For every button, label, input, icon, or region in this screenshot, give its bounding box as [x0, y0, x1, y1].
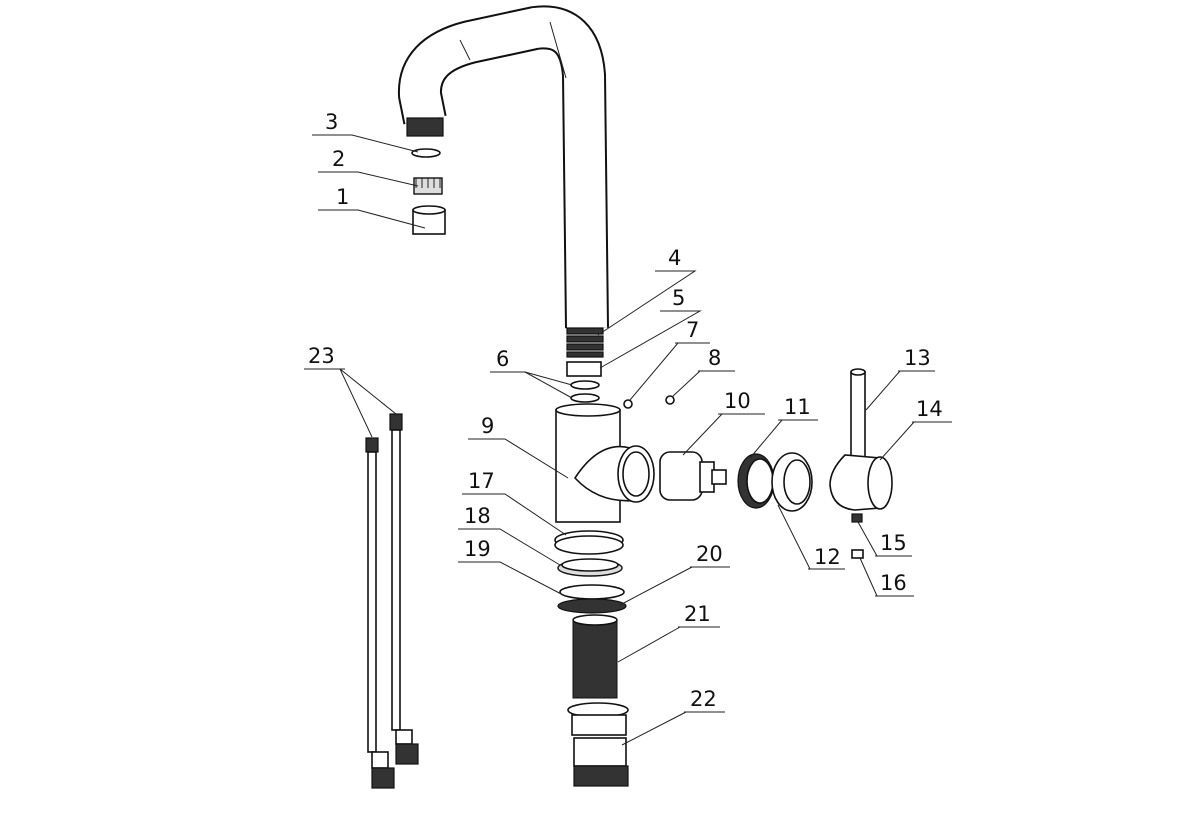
part-13-lever [850, 368, 866, 463]
part-21-threaded-shank [572, 614, 618, 699]
part-19-washer [559, 584, 625, 600]
part-6-oring-a [570, 380, 600, 390]
part-14-handle [829, 454, 893, 511]
part-15-set-screw [851, 513, 863, 523]
part-2-aerator-insert [413, 177, 443, 195]
part-8-screw [665, 395, 675, 405]
callout-7: 7 [686, 318, 699, 342]
spout-thread [566, 327, 604, 358]
part-9-body [555, 403, 655, 523]
callout-8: 8 [708, 346, 721, 370]
part-1-aerator-housing [412, 205, 446, 235]
callout-3: 3 [325, 110, 338, 134]
callout-19: 19 [464, 537, 491, 561]
callout-14: 14 [916, 397, 943, 421]
callout-18: 18 [464, 504, 491, 528]
callout-5: 5 [672, 286, 685, 310]
callout-13: 13 [904, 346, 931, 370]
part-11-threaded-ring [737, 453, 775, 509]
callout-15: 15 [880, 531, 907, 555]
part-20-washer [557, 598, 627, 614]
callout-2: 2 [332, 147, 345, 171]
part-17-gasket [554, 530, 624, 555]
callout-11: 11 [784, 395, 811, 419]
spout [397, 5, 609, 358]
part-6-oring-b [570, 393, 600, 403]
callout-22: 22 [690, 687, 717, 711]
part-3-washer [411, 148, 441, 158]
part-10-cartridge [659, 451, 727, 501]
callout-6: 6 [496, 347, 509, 371]
part-5-nut [566, 361, 602, 377]
callout-23: 23 [308, 344, 335, 368]
callout-1: 1 [336, 185, 349, 209]
part-23-hose-b [389, 413, 419, 765]
part-18-base-plate [557, 558, 623, 577]
part-16-plug [851, 549, 864, 559]
part-22-mounting-nut [567, 702, 629, 787]
callout-10: 10 [724, 389, 751, 413]
callout-21: 21 [684, 602, 711, 626]
callout-12: 12 [814, 545, 841, 569]
callout-20: 20 [696, 542, 723, 566]
callout-9: 9 [481, 414, 494, 438]
callouts: 1 2 3 4 5 6 7 8 9 10 11 12 13 14 15 16 1… [304, 110, 952, 746]
callout-17: 17 [468, 469, 495, 493]
part-12-cap [771, 452, 813, 512]
callout-4: 4 [668, 246, 681, 270]
part-23-hose-a [365, 437, 395, 789]
part-7-screw [623, 399, 633, 409]
callout-16: 16 [880, 571, 907, 595]
